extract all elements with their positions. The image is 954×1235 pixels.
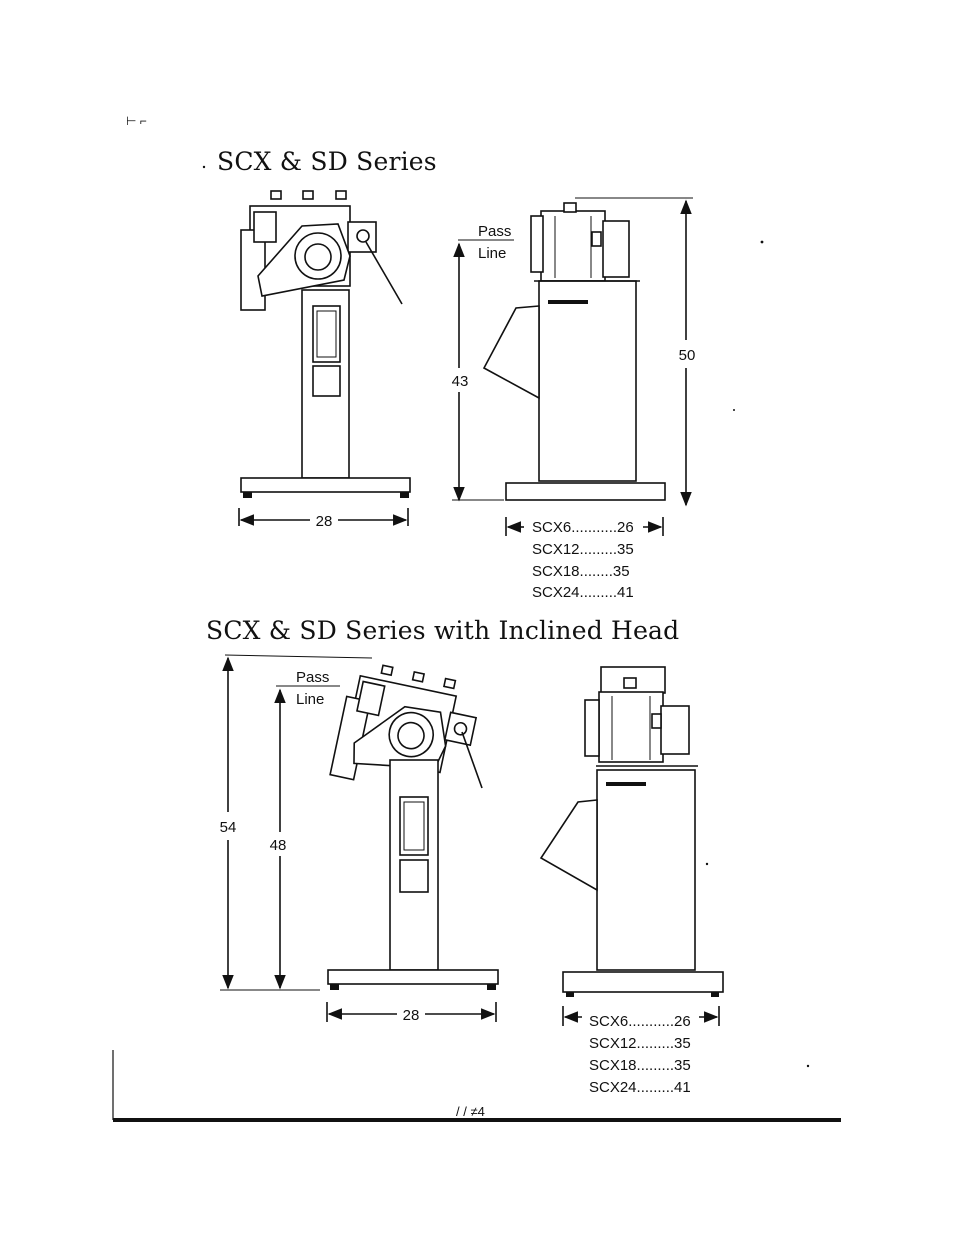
svg-text:SCX24.........41: SCX24.........41 [589,1079,691,1096]
bottom-side-tray [541,800,597,890]
top-knobs [271,191,346,199]
bottom-front-view: Pass Line 54 48 28 [220,655,498,1024]
side-head-back [531,216,543,272]
side-tray [484,306,539,398]
side-cabinet-slot [548,300,588,304]
front-width-label: 28 [316,513,333,530]
model-name: SCX18 [532,563,580,580]
model-width: 26 [674,1013,691,1030]
side-total-height-label: 50 [679,347,696,364]
bottom-side-motor-box [661,706,689,754]
inclined-total-height-label: 54 [220,819,237,836]
scan-specks [203,166,809,1067]
side-pass-height-label: 43 [452,373,469,390]
side-cabinet [539,281,636,481]
svg-text:SCX6...........26: SCX6...........26 [532,519,634,536]
svg-text:SCX18.........35: SCX18.........35 [589,1057,691,1074]
model-name: SCX12 [589,1035,637,1052]
front-column-window-lower [313,366,340,396]
model-name: SCX6 [589,1013,628,1030]
model-name: SCX24 [589,1079,637,1096]
inclined-width-label: 28 [403,1007,420,1024]
front-foot-left [243,492,252,498]
model-name: SCX12 [532,541,580,558]
inclined-pass-height-label: 48 [270,837,287,854]
model-name: SCX18 [589,1057,637,1074]
bottom-side-cabinet [597,770,695,970]
footer-mark: / / ≠4 [456,1104,485,1119]
svg-text:SCX18........35: SCX18........35 [532,563,630,580]
model-width: 26 [617,519,634,536]
model-width: 41 [674,1079,691,1096]
side-motor-box [603,221,629,277]
top-front-view: 28 [239,191,410,530]
model-name: SCX24 [532,584,580,601]
top-side-view: Pass Line 43 50 SCX6...........26 SCX12.… [452,198,696,601]
svg-text:SCX6...........26: SCX6...........26 [589,1013,691,1030]
side-base [506,483,665,500]
front-adjust-knob [357,230,369,242]
side-top-knob [564,203,576,212]
inclined-base [328,970,498,984]
inclined-pass-label-2: Line [296,691,324,708]
model-width: 35 [674,1057,691,1074]
model-width: 35 [617,541,634,558]
bottom-side-base [563,972,723,992]
model-width: 35 [613,563,630,580]
svg-text:SCX12.........35: SCX12.........35 [532,541,634,558]
corner-mark: ⊢ ⌐ [126,114,147,128]
bottom-model-list: SCX6...........26 SCX12.........35 SCX18… [589,1013,691,1096]
top-model-list: SCX6...........26 SCX12.........35 SCX18… [532,519,634,601]
model-width: 35 [674,1035,691,1052]
front-base [241,478,410,492]
front-adjust-rod [366,242,402,304]
svg-text:SCX12.........35: SCX12.........35 [589,1035,691,1052]
side-pass-label-2: Line [478,245,506,262]
front-cam-hub [305,244,331,270]
model-name: SCX6 [532,519,571,536]
front-foot-right [400,492,409,498]
front-head-panel [254,212,276,242]
inclined-pass-label-1: Pass [296,669,329,686]
model-width: 41 [617,584,634,601]
side-pass-label-1: Pass [478,223,511,240]
bottom-side-view: SCX6...........26 SCX12.........35 SCX18… [541,667,723,1096]
svg-text:SCX24.........41: SCX24.........41 [532,584,634,601]
